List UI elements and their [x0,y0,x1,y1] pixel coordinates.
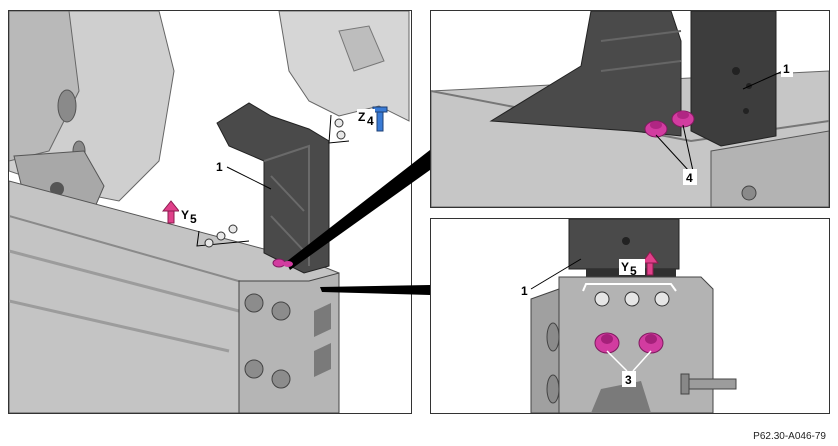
main-view-illustration: 1 Y 5 Z 4 [9,11,410,413]
rivet-icon [204,238,214,248]
nut-icon [671,110,695,128]
rivet-icon [228,224,238,234]
end-plate-hole [244,359,264,379]
side-hole [546,322,560,352]
rivet-icon [336,130,346,140]
bracket-hole [743,108,749,114]
wheel-arch-panel [278,11,410,122]
z4-direction-arrow-icon [372,106,388,132]
leader-line [632,350,652,372]
end-plate [238,272,340,413]
end-plate-slot [314,343,331,377]
end-plate-slot [314,303,331,337]
detail-bottom-illustration: Y 5 3 1 [521,219,737,413]
figure-reference: P62.30-A046-79 [753,431,826,442]
bracket-hole [732,67,740,75]
end-plate-detail [710,130,829,207]
callout-1: 1 [521,284,528,298]
leader-line [742,70,784,90]
callout-y5: Y [181,208,189,222]
nut-icon [594,332,620,354]
rivet-icon [334,118,344,128]
callout-z4-subscript: 4 [367,114,374,128]
callout-z4: Z [358,110,365,124]
callout-3: 3 [625,373,632,387]
z4-bracket-line [328,114,350,144]
leader-line [682,124,694,172]
bracket-hole [622,237,630,245]
detail-top-illustration: 4 1 [431,11,829,207]
bracket-upright [690,11,777,147]
callout-1: 1 [216,160,223,174]
lower-cutout [591,381,651,413]
member-groove [9,299,230,353]
leader-line [530,258,582,290]
side-hole [546,374,560,404]
rivet-icon [216,231,226,241]
detail-bottom-panel: Y 5 3 1 [430,218,830,414]
y5-bracket-line [196,230,250,247]
y5-direction-arrow-icon [641,251,659,276]
member-groove [9,249,240,313]
leader-line [606,350,628,372]
leader-line [226,166,272,190]
nut-icon [644,120,668,138]
callout-y5-subscript: 5 [630,264,637,278]
detail-top-panel: 4 1 [430,10,830,208]
callout-y5-subscript: 5 [190,212,197,226]
pin-collar [680,373,690,395]
locating-pin [685,378,737,390]
nut-icon [272,258,286,268]
end-plate-hole [244,293,264,313]
end-plate-hole [271,369,291,389]
rivet-icon [594,291,610,307]
callout-y5: Y [621,260,629,274]
leader-line [655,134,690,172]
y5-bracket-line [582,283,677,292]
callout-4: 4 [686,171,693,185]
bracket-part-1 [489,11,682,137]
bracket-rib [600,30,682,72]
pillar-hole [57,89,77,123]
rivet-icon [624,291,640,307]
end-plate-hole [271,301,291,321]
callout-1: 1 [783,62,790,76]
rivet-icon [654,291,670,307]
end-plate-hole [741,185,757,201]
y5-direction-arrow-icon [161,200,181,224]
arch-reinforcement [338,25,385,72]
main-view-panel: 1 Y 5 Z 4 [8,10,412,414]
nut-icon [638,332,664,354]
